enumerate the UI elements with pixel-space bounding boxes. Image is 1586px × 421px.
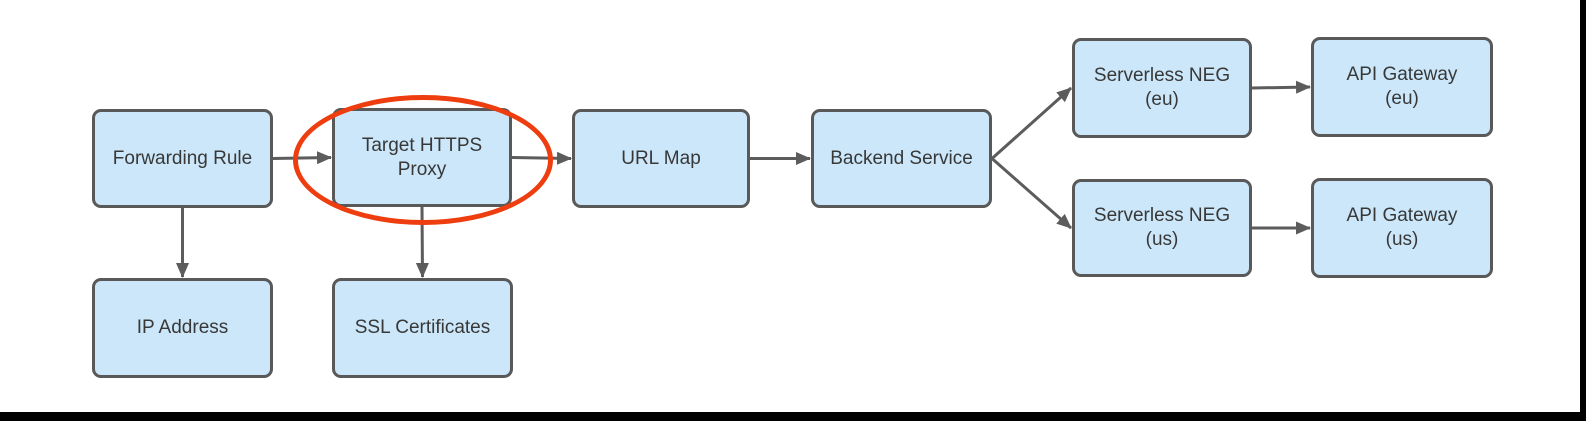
connector-arrow	[1251, 80, 1311, 94]
connector-arrow	[272, 151, 332, 165]
connector-arrow	[991, 86, 1072, 160]
node-ssl-certificates: SSL Certificates	[332, 278, 513, 378]
node-label: SSL Certificates	[354, 317, 491, 339]
node-forwarding-rule: Forwarding Rule	[92, 109, 273, 208]
node-label: Target HTTPS Proxy	[361, 134, 483, 180]
node-url-map: URL Map	[572, 109, 750, 208]
right-border-line	[1580, 0, 1586, 421]
node-backend-service: Backend Service	[811, 109, 992, 208]
node-label: API Gateway (eu)	[1346, 64, 1458, 109]
node-api-gateway-eu: API Gateway (eu)	[1311, 37, 1493, 137]
connector-arrow	[415, 206, 429, 278]
node-label: URL Map	[621, 147, 701, 169]
node-label: API Gateway (us)	[1346, 205, 1458, 250]
node-api-gateway-us: API Gateway (us)	[1311, 178, 1493, 278]
connector-arrow	[511, 151, 572, 165]
node-label: Serverless NEG (eu)	[1093, 65, 1231, 110]
node-label: IP Address	[136, 317, 229, 339]
node-ip-address: IP Address	[92, 278, 273, 378]
node-serverless-neg-eu: Serverless NEG (eu)	[1072, 38, 1252, 138]
node-target-https-proxy: Target HTTPS Proxy	[332, 108, 512, 207]
node-label: Backend Service	[830, 147, 973, 169]
bottom-border-line	[0, 412, 1586, 421]
node-label: Serverless NEG (us)	[1093, 205, 1231, 250]
connector-arrow	[991, 157, 1072, 230]
node-label: Forwarding Rule	[112, 147, 253, 169]
node-serverless-neg-us: Serverless NEG (us)	[1072, 179, 1252, 277]
